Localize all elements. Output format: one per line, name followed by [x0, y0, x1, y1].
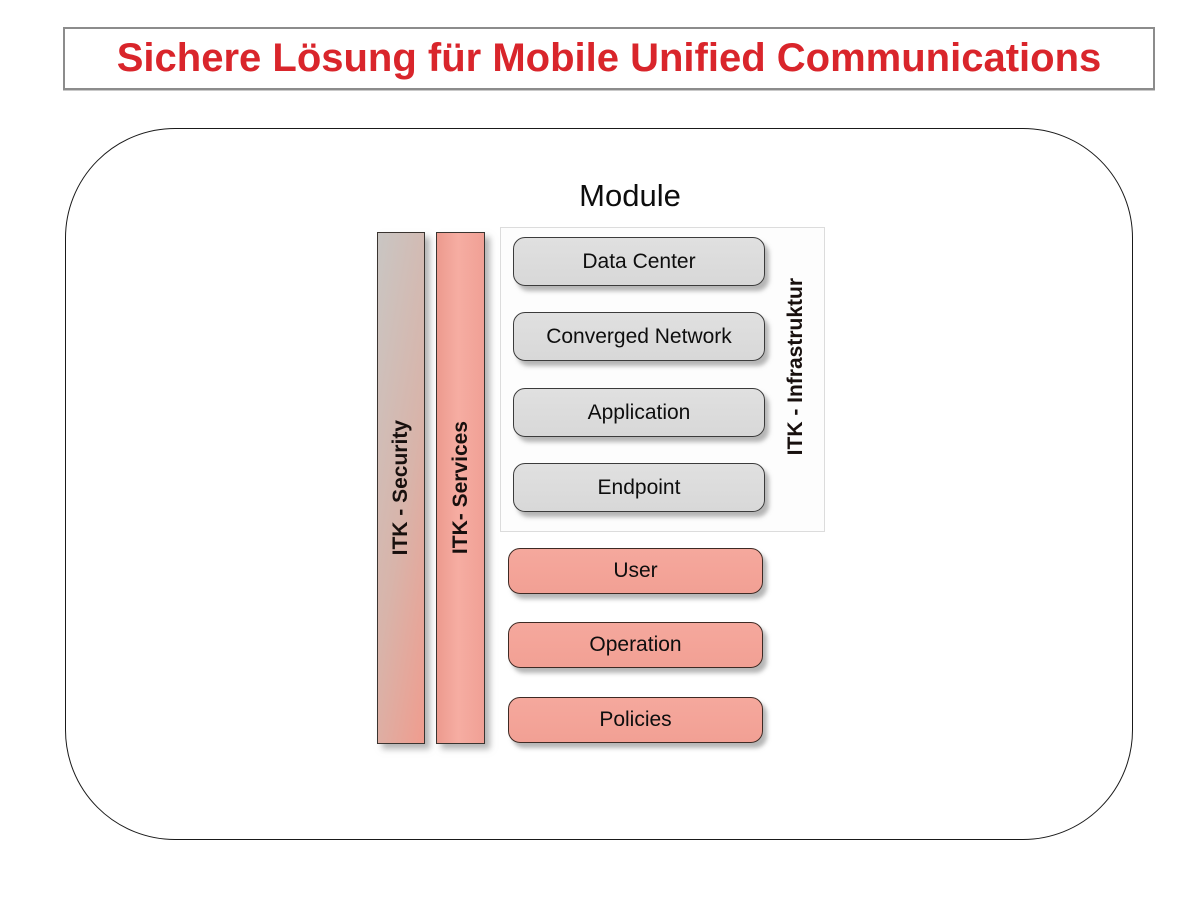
module-box-label: Application: [587, 400, 691, 424]
itk-services-bar: ITK- Services: [436, 232, 485, 744]
module-box-converged-network: Converged Network: [513, 312, 765, 361]
module-box-user: User: [508, 548, 763, 594]
module-box-operation: Operation: [508, 622, 763, 668]
itk-security-bar: ITK - Security: [377, 232, 425, 744]
module-box-label: Converged Network: [546, 324, 732, 348]
module-box-data-center: Data Center: [513, 237, 765, 286]
module-box-label: Policies: [599, 708, 672, 731]
itk-infrastruktur-label-wrap: ITK - Infrastruktur: [776, 262, 816, 472]
module-box-label: Operation: [589, 633, 682, 656]
itk-security-label: ITK - Security: [389, 420, 412, 556]
slide-title: Sichere Lösung für Mobile Unified Commun…: [116, 36, 1102, 80]
module-box-label: Data Center: [582, 249, 696, 273]
module-box-label: Endpoint: [597, 475, 681, 499]
itk-infrastruktur-label: ITK - Infrastruktur: [784, 278, 807, 456]
module-box-label: User: [613, 559, 658, 582]
slide-title-box: Sichere Lösung für Mobile Unified Commun…: [63, 27, 1155, 90]
module-box-policies: Policies: [508, 697, 763, 743]
itk-services-label: ITK- Services: [448, 421, 472, 555]
module-box-endpoint: Endpoint: [513, 463, 765, 512]
module-box-application: Application: [513, 388, 765, 437]
module-heading: Module: [579, 178, 681, 213]
